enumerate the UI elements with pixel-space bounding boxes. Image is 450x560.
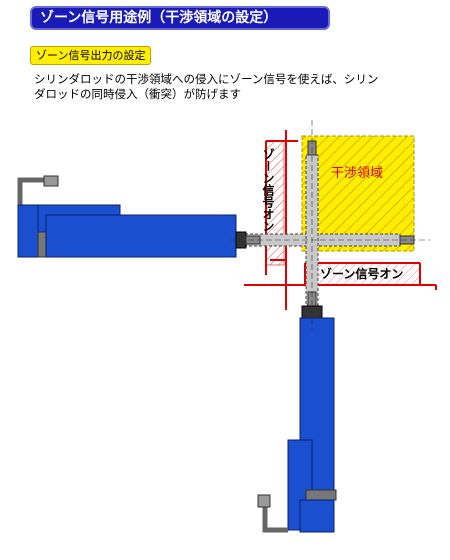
horizontal-actuator [17,175,261,258]
vertical-actuator [257,291,337,533]
vertical-zone-signal: ゾーン信号オン [261,130,298,310]
vertical-zone-signal-label: ゾーン信号オン [261,148,275,232]
horizontal-zone-signal: ゾーン信号オン [244,262,437,290]
description-line-2: ダロッドの同時侵入（衝突）が防げます [34,87,241,101]
page-title: ゾーン信号用途例（干渉領域の設定） [30,6,330,30]
section-label: ゾーン信号出力の設定 [30,46,152,65]
description: シリンダロッドの干渉領域への侵入にゾーン信号を使えば、シリン ダロッドの同時侵入… [34,72,444,102]
interference-area-label: 干渉領域 [331,165,383,180]
interference-area: 干渉領域 [301,135,415,252]
description-line-1: シリンダロッドの干渉領域への侵入にゾーン信号を使えば、シリン [34,72,379,86]
horizontal-zone-signal-label: ゾーン信号オン [320,266,403,281]
